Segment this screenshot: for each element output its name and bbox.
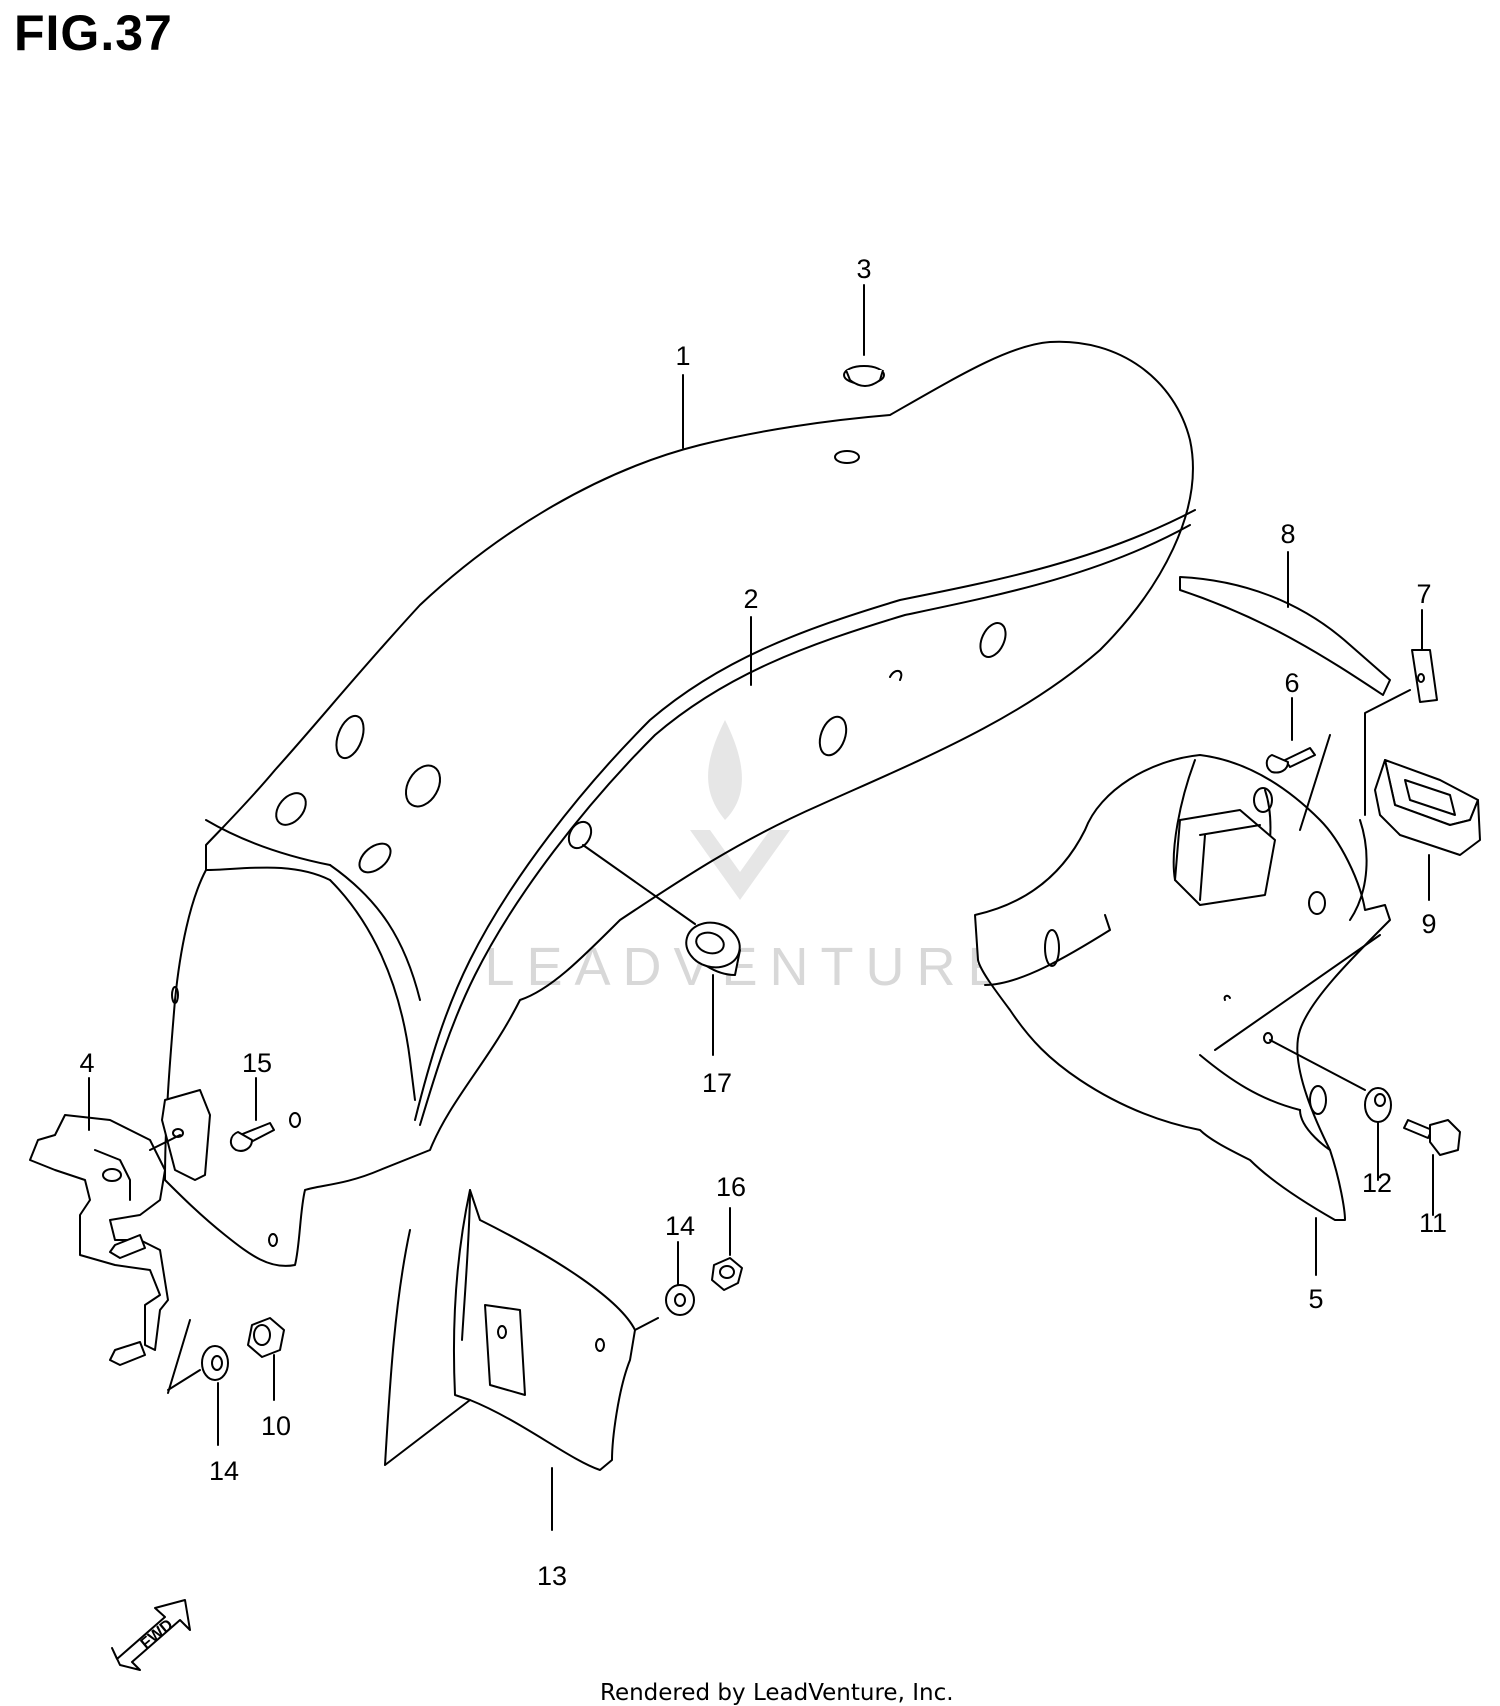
nut-10 [247, 1317, 285, 1401]
clip-7 [1364, 609, 1438, 816]
callout-8: 8 [1280, 519, 1295, 549]
callout-6: 6 [1284, 668, 1299, 698]
bolt-11 [1403, 1119, 1461, 1216]
washer-14-left [167, 1319, 229, 1446]
mud-guard-13 [384, 1189, 659, 1531]
callout-1: 1 [675, 341, 690, 371]
callout-16: 16 [716, 1172, 746, 1202]
callout-17: 17 [702, 1068, 732, 1098]
bracket-5 [974, 754, 1391, 1276]
callout-14-right: 14 [665, 1211, 695, 1241]
callout-9: 9 [1421, 909, 1436, 939]
callout-15: 15 [242, 1048, 272, 1078]
rubber-17 [685, 921, 741, 1056]
cushion-9 [1374, 759, 1481, 901]
callout-11: 11 [1419, 1208, 1447, 1238]
nut-16 [711, 1207, 743, 1291]
rear-fender [164, 340, 1196, 1267]
washer-14-right [665, 1241, 695, 1316]
bracket-4 [29, 1077, 211, 1366]
callout-4: 4 [79, 1048, 94, 1078]
callout-12: 12 [1362, 1168, 1392, 1198]
bolt-15 [230, 1077, 275, 1152]
watermark-text: LEADVENTURE [484, 937, 1015, 997]
callout-14-left: 14 [209, 1456, 239, 1486]
figure-title: FIG.37 [14, 5, 173, 61]
callout-10: 10 [261, 1411, 291, 1441]
bolt-6 [1265, 697, 1331, 831]
fwd-arrow: FWD [111, 1599, 191, 1671]
footer-credit: Rendered by LeadVenture, Inc. [600, 1680, 954, 1706]
callout-13: 13 [537, 1561, 567, 1591]
grommet-3 [843, 284, 885, 387]
callout-2: 2 [743, 584, 758, 614]
callout-5: 5 [1308, 1284, 1323, 1314]
leadventure-watermark: LEADVENTURE [484, 720, 1015, 997]
strip-8 [1179, 551, 1391, 696]
washer-12 [1364, 1087, 1392, 1181]
callout-3: 3 [856, 254, 871, 284]
callout-7: 7 [1416, 579, 1431, 609]
